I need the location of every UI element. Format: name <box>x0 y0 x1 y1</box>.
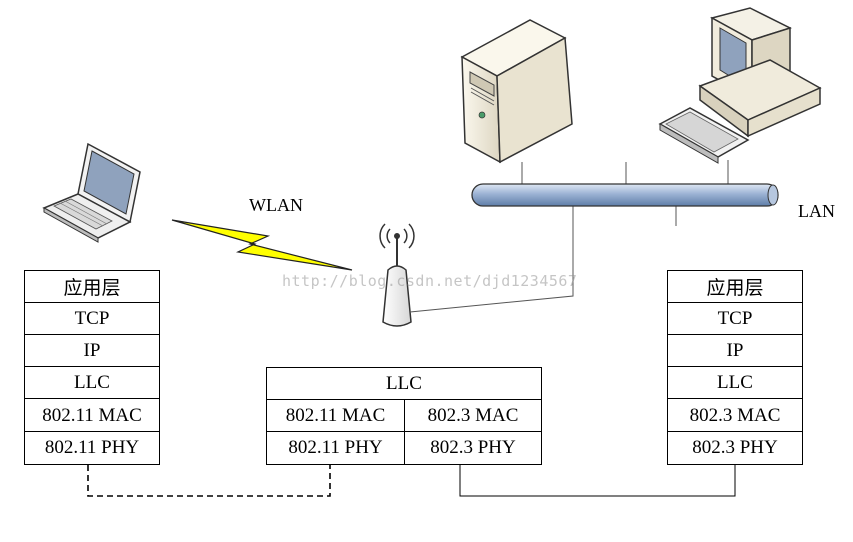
server-tower-icon <box>460 19 573 164</box>
stack-layer-wlan-mac: 802.11 MAC <box>267 400 404 432</box>
stack-layer-llc: LLC <box>25 367 159 399</box>
access-point-icon <box>379 223 415 327</box>
right-protocol-stack: 应用层 TCP IP LLC 802.3 MAC 802.3 PHY <box>667 270 803 465</box>
middle-protocol-stack: LLC 802.11 MAC 802.3 MAC 802.11 PHY 802.… <box>266 367 542 465</box>
desktop-computer-icon <box>658 7 822 164</box>
stack-layer-tcp: TCP <box>25 303 159 335</box>
wlan-label: WLAN <box>249 195 303 215</box>
stack-layer-wlan-phy: 802.11 PHY <box>288 437 383 458</box>
stack-layer-llc: LLC <box>668 367 802 399</box>
wireless-phy-link <box>87 465 331 497</box>
stack-layer-mac: 802.11 MAC <box>25 400 159 432</box>
lan-bus-cable-icon <box>471 160 779 226</box>
stack-layer-mac: 802.3 MAC <box>668 400 802 432</box>
stack-layer-application: 应用层 <box>25 271 159 303</box>
stack-layer-lan-phy: 802.3 PHY <box>404 432 541 464</box>
watermark: http://blog.csdn.net/djd1234567 <box>282 272 578 290</box>
stack-layer-phy: 802.3 PHY <box>692 437 778 458</box>
stack-layer-ip: IP <box>25 335 159 367</box>
stack-layer-application: 应用层 <box>668 271 802 303</box>
stack-layer-lan-mac: 802.3 MAC <box>404 400 541 432</box>
stack-layer-tcp: TCP <box>668 303 802 335</box>
lightning-link-icon <box>171 219 353 271</box>
stack-layer-ip: IP <box>668 335 802 367</box>
wired-phy-link <box>459 465 736 497</box>
stack-layer-phy: 802.11 PHY <box>44 437 140 458</box>
lan-label: LAN <box>798 201 835 221</box>
laptop-icon <box>42 142 141 243</box>
left-protocol-stack: 应用层 TCP IP LLC 802.11 MAC 802.11 PHY <box>24 270 160 465</box>
stack-layer-llc: LLC <box>267 368 541 400</box>
